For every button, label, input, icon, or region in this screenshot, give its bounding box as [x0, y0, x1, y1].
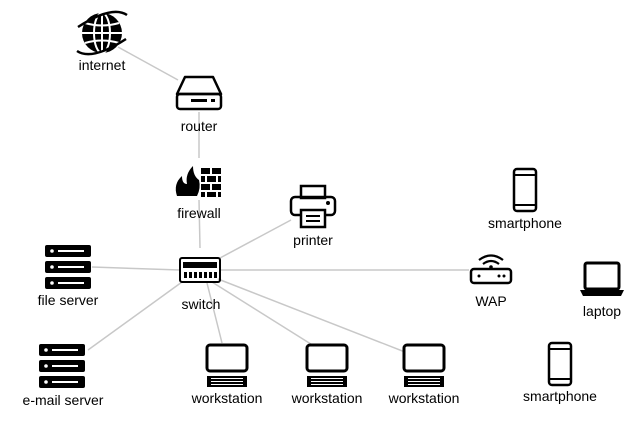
node-label-router: router — [180, 118, 218, 134]
connections — [87, 46, 469, 353]
node-label-workstation-2: workstation — [291, 390, 363, 406]
workstation-icon — [305, 343, 349, 387]
switch-icon — [179, 257, 221, 283]
edge-internet-to-router — [117, 46, 179, 81]
node-label-wap: WAP — [475, 293, 507, 309]
edge-switch-to-email-server — [87, 281, 183, 351]
node-label-workstation-1: workstation — [191, 390, 263, 406]
node-label-laptop: laptop — [582, 303, 622, 319]
node-label-email-server: e-mail server — [22, 392, 104, 408]
node-label-switch: switch — [181, 296, 221, 312]
printer-icon — [289, 184, 337, 229]
wireless-access-point-icon — [469, 254, 513, 285]
edge-firewall-to-switch — [198, 199, 201, 249]
node-label-smartphone-2: smartphone — [523, 388, 597, 404]
edge-switch-to-file-server — [91, 266, 181, 271]
node-label-smartphone-1: smartphone — [488, 215, 562, 231]
node-label-internet: internet — [78, 57, 126, 73]
workstation-icon — [205, 343, 249, 387]
workstation-icon — [402, 343, 446, 387]
firewall-icon — [175, 166, 221, 197]
router-icon — [175, 75, 223, 111]
server-icon — [45, 245, 91, 289]
node-label-file-server: file server — [37, 292, 99, 308]
smartphone-icon — [547, 341, 573, 387]
globe-icon — [76, 10, 128, 56]
edge-switch-to-workstation-3 — [217, 278, 406, 353]
smartphone-icon — [512, 167, 538, 213]
node-label-workstation-3: workstation — [388, 390, 460, 406]
node-label-firewall: firewall — [177, 205, 221, 221]
edge-switch-to-printer — [219, 219, 292, 259]
edge-switch-to-workstation-1 — [206, 282, 223, 344]
laptop-icon — [580, 261, 624, 296]
node-label-printer: printer — [293, 232, 333, 248]
edge-switch-to-workstation-2 — [211, 281, 315, 347]
server-icon — [39, 344, 85, 388]
